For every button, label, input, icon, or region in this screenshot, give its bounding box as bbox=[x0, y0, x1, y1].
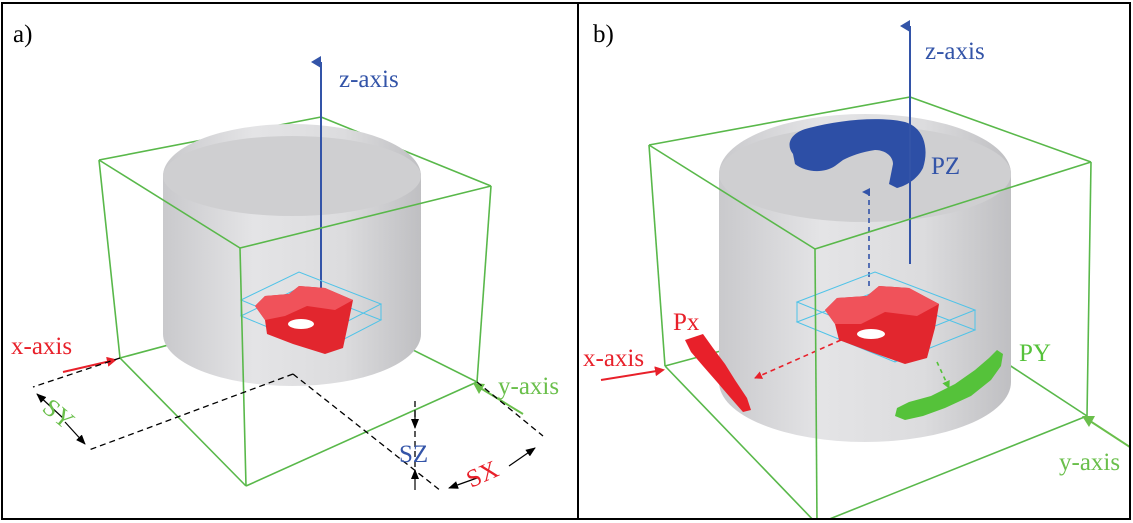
y-axis-label: y-axis bbox=[1059, 449, 1120, 476]
x-axis-label: x-axis bbox=[583, 345, 644, 372]
x-axis-label: x-axis bbox=[11, 333, 72, 360]
panel-b: b) z-axis PZ x-axis Px PY y-axis bbox=[577, 2, 1131, 520]
bounding-box-front bbox=[648, 144, 1092, 518]
projection-py bbox=[895, 350, 1003, 420]
x-axis-arrow bbox=[600, 366, 665, 381]
panel-a-tag: a) bbox=[13, 21, 32, 48]
projection-px bbox=[685, 334, 751, 412]
sx-arrow-left bbox=[448, 477, 478, 489]
py-label: PY bbox=[1019, 340, 1051, 367]
z-axis-label: z-axis bbox=[339, 66, 399, 93]
panel-b-tag: b) bbox=[593, 21, 614, 48]
y-axis-arrowhead bbox=[1082, 416, 1095, 427]
z-axis-label: z-axis bbox=[925, 38, 985, 65]
sy-arrow-down bbox=[64, 421, 86, 445]
panel-b-diagram: b) z-axis PZ x-axis Px PY y-axis bbox=[583, 20, 1129, 518]
sz-label: SZ bbox=[399, 441, 428, 468]
projection-pz bbox=[789, 119, 926, 188]
panel-a-diagram: a) z-axis x-axis y-axis SZ SX SY bbox=[11, 21, 559, 494]
y-axis-arrowhead bbox=[473, 383, 485, 394]
y-axis-label: y-axis bbox=[498, 373, 559, 400]
object bbox=[239, 271, 383, 354]
sy-arrow-up bbox=[36, 393, 64, 419]
px-label: Px bbox=[673, 309, 700, 336]
bounding-box-front bbox=[98, 159, 492, 487]
sx-arrow-right bbox=[508, 447, 536, 467]
sx-label: SX bbox=[462, 456, 502, 494]
y-axis-line bbox=[476, 385, 524, 415]
pz-label: PZ bbox=[931, 153, 960, 180]
panel-a: a) z-axis x-axis y-axis SZ SX SY bbox=[1, 2, 579, 520]
projection-x-guide bbox=[754, 339, 842, 379]
cylinder bbox=[163, 124, 421, 386]
object bbox=[795, 271, 977, 364]
y-axis-line bbox=[1086, 418, 1129, 448]
